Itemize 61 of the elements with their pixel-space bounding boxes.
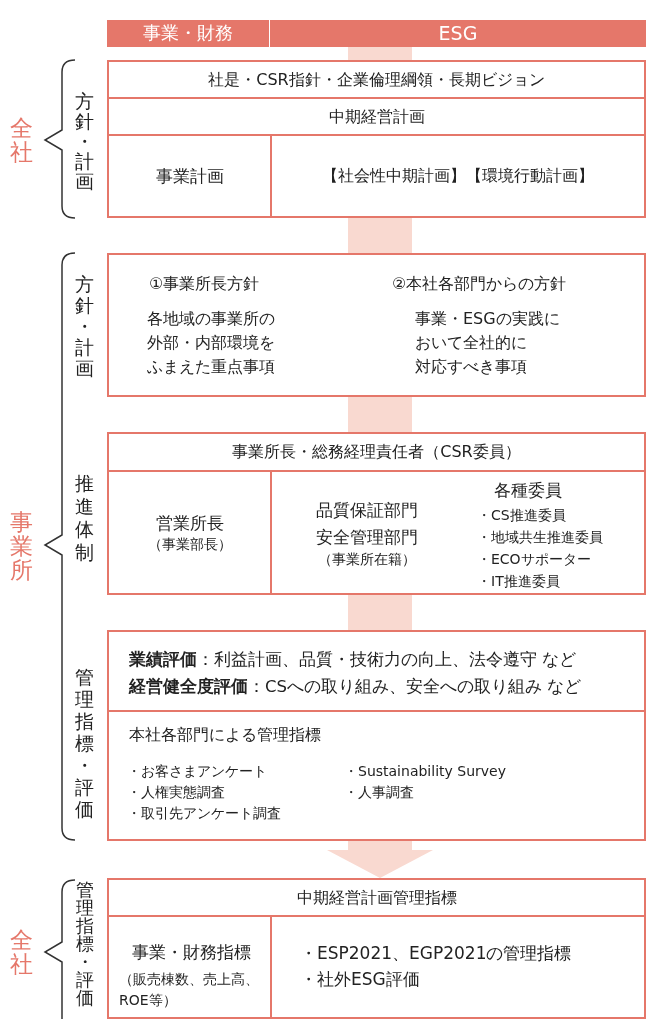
body-text: 各地域の事業所の外部・内部環境をふまえた重点事項 bbox=[147, 308, 275, 378]
cell-text: 中期経営計画 bbox=[328, 105, 425, 128]
heading-text: 各種委員 bbox=[494, 479, 562, 502]
cell-text: 営業所長 bbox=[155, 511, 224, 535]
heading-text: ②本社各部門からの方針 bbox=[392, 273, 567, 295]
cell-text: 事業計画 bbox=[155, 164, 224, 188]
table-cell bbox=[270, 915, 646, 1019]
side-label: 管理指標・評価 bbox=[75, 666, 94, 820]
header-cell bbox=[270, 20, 646, 47]
flow-band bbox=[348, 47, 412, 60]
table-cell bbox=[270, 134, 646, 218]
header-text: ESG bbox=[438, 20, 478, 46]
policy-box bbox=[107, 253, 646, 397]
cell-text: 中期経営計画管理指標 bbox=[296, 886, 457, 909]
side-label: 管理指標・評価 bbox=[76, 881, 94, 1007]
list-item: ・地域共生推進委員 bbox=[477, 528, 603, 547]
side-label: 全社 bbox=[10, 116, 33, 165]
cell-text: 品質保証部門安全管理部門 bbox=[315, 499, 419, 549]
side-label: 推進体制 bbox=[75, 472, 94, 564]
cell-text: 事業・財務指標 bbox=[131, 941, 252, 964]
header-text: 事業・財務 bbox=[143, 21, 233, 46]
table-cell bbox=[107, 432, 646, 472]
side-label: 方針・計画 bbox=[75, 274, 94, 379]
heading-text: 本社各部門による管理指標 bbox=[129, 724, 321, 746]
side-label: 全社 bbox=[10, 928, 33, 977]
heading-text: ①事業所長方針 bbox=[149, 273, 260, 295]
evaluation-text: 業績評価：利益計画、品質・技術力の向上、法令遵守 など bbox=[129, 649, 577, 671]
sub-text: （事業所在籍） bbox=[317, 550, 417, 569]
flow-band bbox=[348, 218, 412, 253]
sub-text: （事業部長） bbox=[147, 534, 232, 554]
list-item: ・人事調査 bbox=[344, 783, 414, 802]
list-item: ・社外ESG評価 bbox=[300, 968, 420, 991]
side-label: 方針・計画 bbox=[75, 92, 94, 192]
list-item: ・CS推進委員 bbox=[477, 506, 566, 525]
cell-text: 事業所長・総務経理責任者（CSR委員） bbox=[232, 441, 521, 463]
table-cell bbox=[107, 470, 272, 595]
flow-band bbox=[348, 397, 412, 432]
table-cell bbox=[107, 915, 272, 1019]
list-item: ・ESP2021、EGP2021の管理指標 bbox=[300, 942, 572, 965]
table-cell bbox=[107, 97, 646, 136]
table-cell bbox=[107, 134, 272, 218]
list-item: ・人権実態調査 bbox=[127, 783, 225, 802]
list-item: ・Sustainability Survey bbox=[344, 762, 506, 781]
flow-band bbox=[348, 595, 412, 630]
table-cell bbox=[107, 878, 646, 917]
table-cell bbox=[270, 470, 646, 595]
body-text: 事業・ESGの実践において全社的に対応すべき事項 bbox=[415, 308, 560, 378]
table-cell bbox=[107, 60, 646, 99]
table-cell bbox=[107, 710, 646, 841]
list-item: ・IT推進委員 bbox=[477, 572, 560, 591]
cell-text: 社是・CSR指針・企業倫理綱領・長期ビジョン bbox=[208, 68, 545, 91]
list-item: ・ECOサポーター bbox=[477, 550, 591, 569]
sub-text: （販売棟数、売上高、ROE等） bbox=[119, 970, 259, 1010]
evaluation-text: 経営健全度評価：CSへの取り組み、安全への取り組み など bbox=[129, 676, 582, 698]
list-item: ・お客さまアンケート bbox=[127, 762, 267, 781]
table-cell bbox=[107, 630, 646, 712]
flow-arrow bbox=[327, 841, 433, 878]
header-cell bbox=[107, 20, 269, 47]
side-label: 事業所 bbox=[10, 510, 33, 583]
list-item: ・取引先アンケート調査 bbox=[127, 804, 281, 823]
cell-text: 【社会性中期計画】【環境行動計画】 bbox=[322, 165, 594, 187]
